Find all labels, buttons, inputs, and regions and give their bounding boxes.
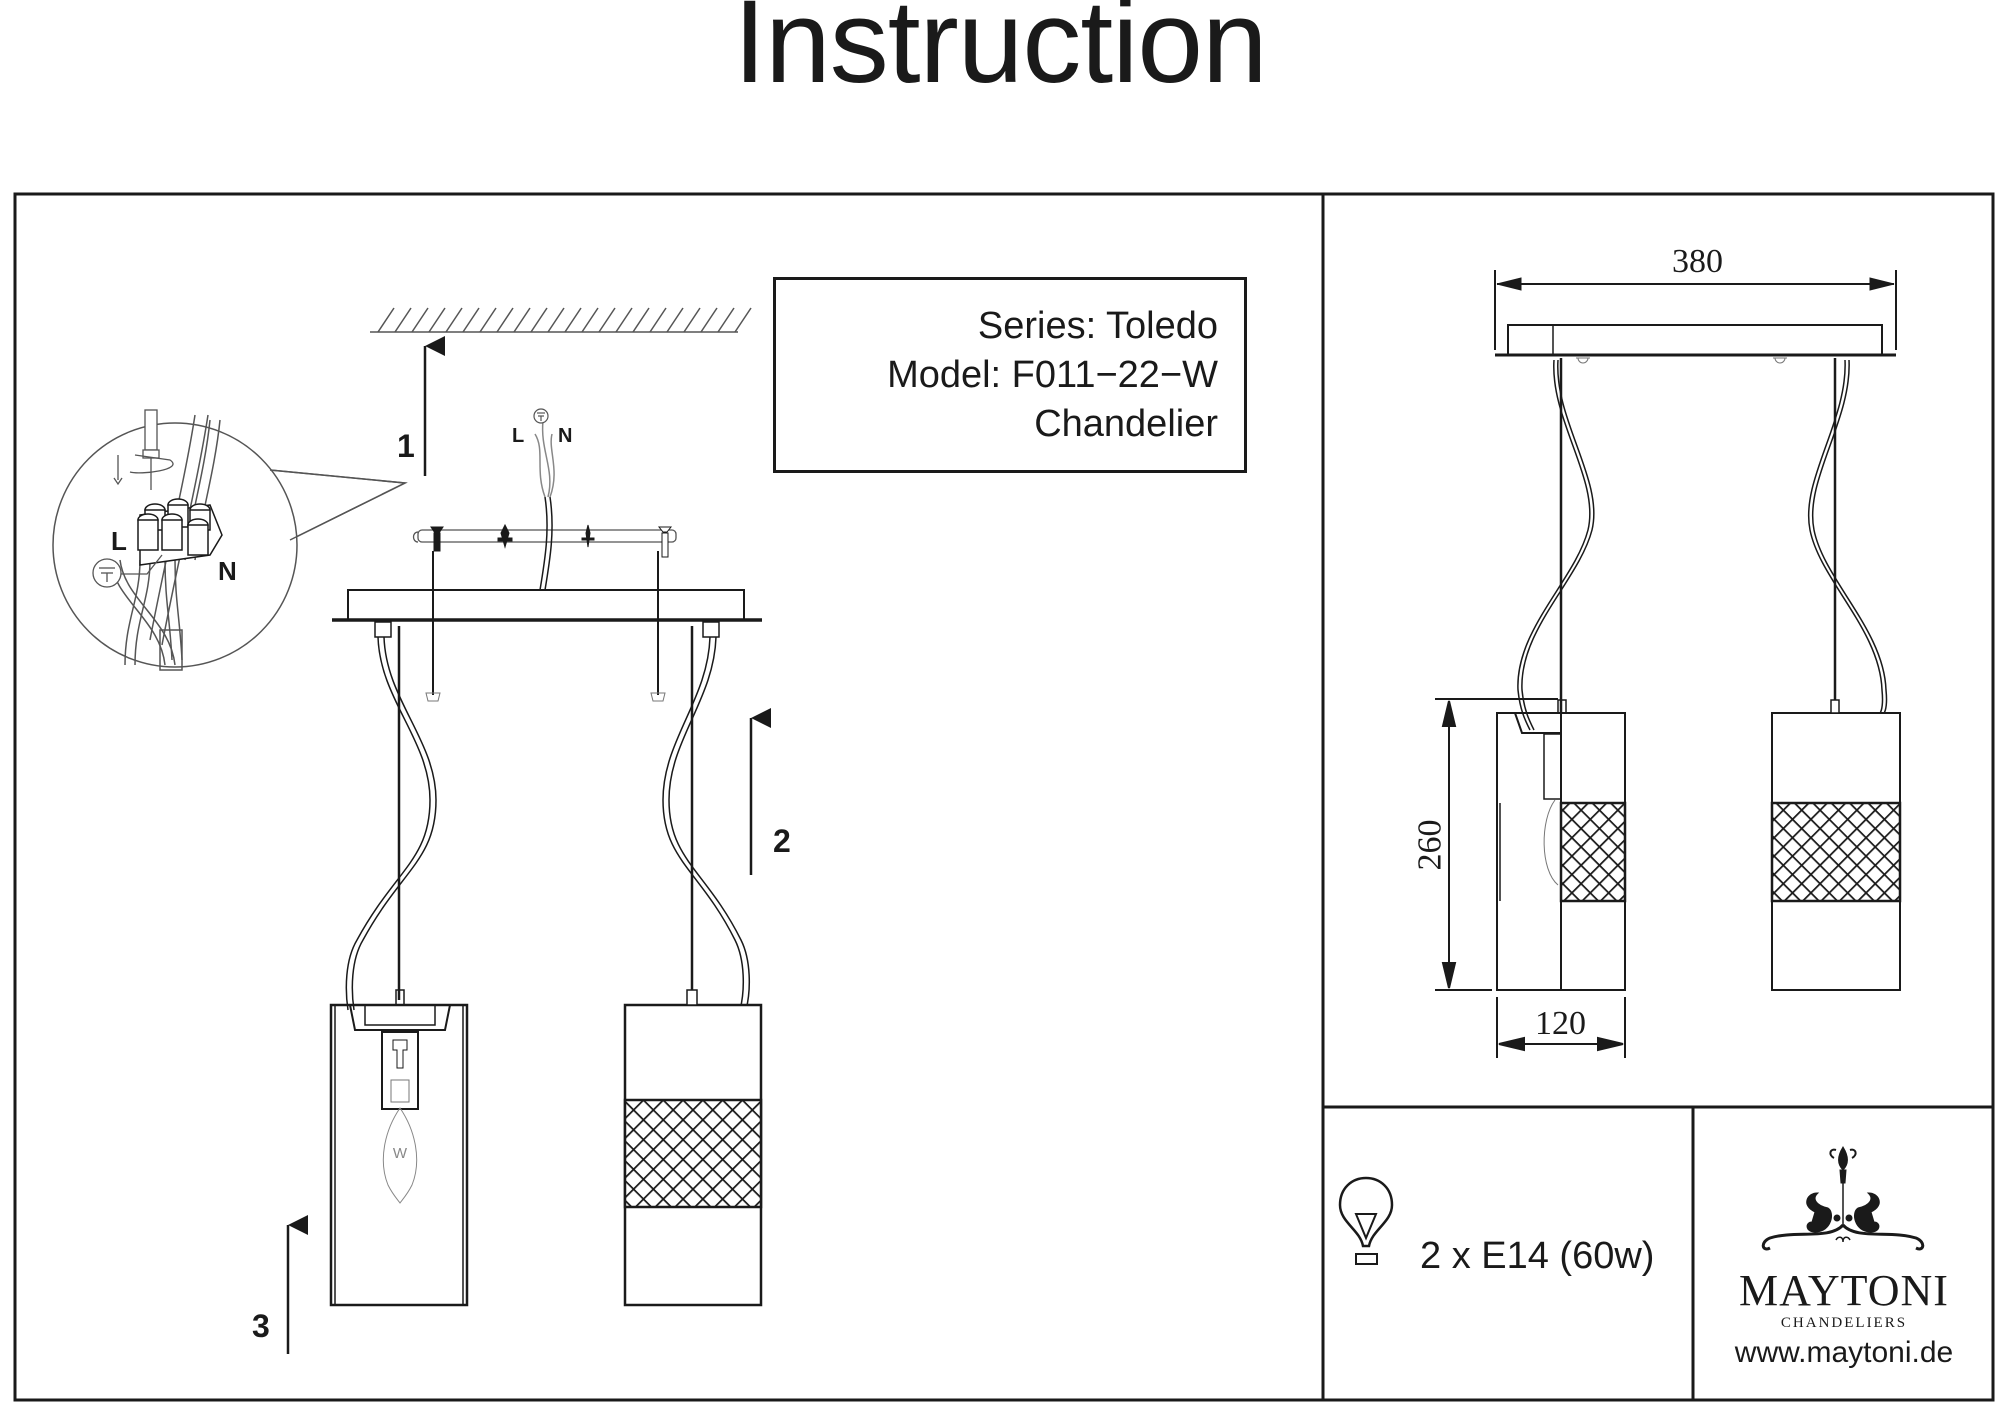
- document-title: Instruction: [733, 0, 1267, 108]
- frame: [13, 192, 1995, 1402]
- hatch-stroke: [734, 307, 752, 333]
- hatch-stroke: [462, 307, 480, 333]
- hatch-stroke: [717, 307, 735, 333]
- neutral-label-detail: N: [218, 556, 237, 586]
- hatch-stroke: [377, 307, 395, 333]
- neutral-label-mains: N: [558, 425, 573, 447]
- right-suspension: [662, 621, 751, 1011]
- maytoni-ornament-icon: [1761, 1146, 1925, 1251]
- hatch-stroke: [632, 307, 650, 333]
- series-label: Series: Toledo: [977, 305, 1218, 347]
- hatch-stroke: [547, 307, 565, 333]
- bulb-marking: W: [393, 1145, 408, 1162]
- hatch-stroke: [615, 307, 633, 333]
- wiring-detail-callout: [52, 414, 408, 671]
- product-info-box: Series: Toledo Model: F011−22−W Chandeli…: [773, 277, 1247, 473]
- dimension-width-label: 380: [1672, 243, 1723, 280]
- terminal-block-icon: [137, 498, 223, 566]
- brand-tagline: CHANDELIERS: [1780, 1315, 1908, 1331]
- hatch-stroke: [411, 307, 429, 333]
- hatch-stroke: [564, 307, 582, 333]
- live-label-mains: L: [512, 425, 525, 447]
- product-type-label: Chandelier: [1034, 403, 1218, 445]
- hatch-stroke: [530, 307, 548, 333]
- mains-cable: [539, 496, 553, 591]
- hatch-stroke: [598, 307, 616, 333]
- mounting-screws: [430, 523, 673, 558]
- ground-symbol-icon: [92, 554, 163, 588]
- ground-symbol-icon: [533, 408, 549, 424]
- mounting-bar: [412, 529, 677, 543]
- dimension-height-line: [1435, 698, 1558, 991]
- brand-name: MAYTONI: [1739, 1266, 1949, 1315]
- dimension-canopy: [1494, 270, 1897, 364]
- hatch-stroke: [649, 307, 667, 333]
- dimension-suspension: [1517, 358, 1888, 731]
- hatch-stroke: [479, 307, 497, 333]
- hatch-stroke: [581, 307, 599, 333]
- dimension-shade-left: [1496, 699, 1627, 991]
- bulb-icon: [382, 1107, 418, 1204]
- dimension-diameter-line: [1496, 997, 1626, 1058]
- dimension-shade-right: [1770, 699, 1902, 991]
- hatch-stroke: [394, 307, 412, 333]
- bulb-spec: 2 x E14 (60w): [1420, 1235, 1655, 1277]
- live-label-detail: L: [111, 526, 127, 556]
- mains-wires: [534, 420, 555, 498]
- screwdriver-icon: [113, 409, 174, 490]
- model-label: Model: F011−22−W: [887, 354, 1218, 396]
- left-suspension: [345, 621, 437, 1011]
- canopy-install-view: [332, 551, 762, 702]
- step-1-number: 1: [397, 428, 415, 464]
- right-shade-mesh: [623, 989, 763, 1307]
- dimension-diameter-label: 120: [1535, 1005, 1586, 1042]
- hatch-stroke: [428, 307, 446, 333]
- left-shade-cutaway: [329, 989, 469, 1307]
- ceiling-hatch: [370, 307, 752, 333]
- hatch-stroke: [496, 307, 514, 333]
- hatch-stroke: [445, 307, 463, 333]
- hatch-stroke: [666, 307, 684, 333]
- dimension-height-label: 260: [1411, 819, 1449, 871]
- brand-url[interactable]: www.maytoni.de: [1734, 1336, 1954, 1369]
- hatch-stroke: [513, 307, 531, 333]
- light-bulb-icon: [1338, 1176, 1394, 1265]
- hatch-stroke: [700, 307, 718, 333]
- hatch-stroke: [683, 307, 701, 333]
- step-2-number: 2: [773, 823, 791, 859]
- step-3-number: 3: [252, 1308, 270, 1344]
